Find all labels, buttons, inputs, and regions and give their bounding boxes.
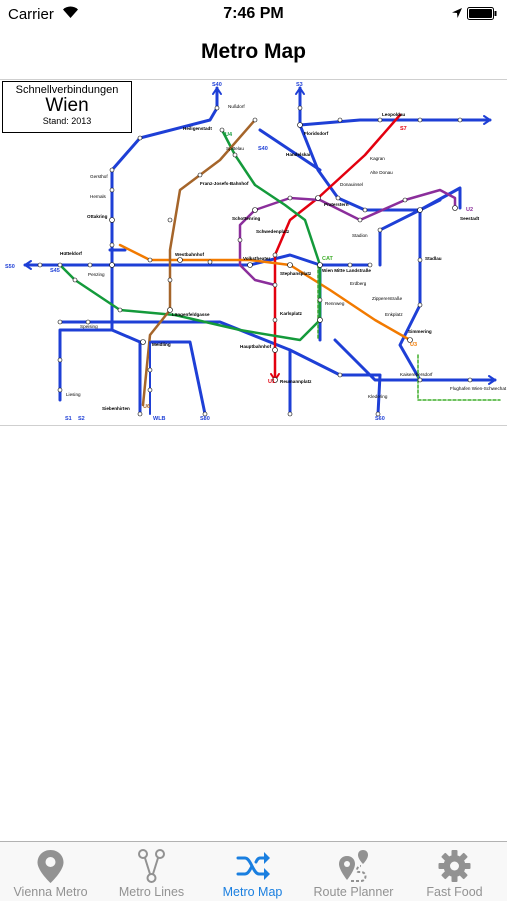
station-westbahnhof: Westbahnhof (175, 252, 204, 257)
station-schwedenplatz: Schwedenplatz (256, 229, 290, 234)
station-erdberg: Erdberg (350, 281, 367, 286)
line-label-s2: S2 (78, 416, 85, 422)
tab-vienna-metro[interactable]: Vienna Metro (0, 842, 101, 901)
tab-label: Metro Map (222, 885, 283, 899)
tab-label: Vienna Metro (13, 885, 88, 899)
line-label-u2: U2 (466, 207, 473, 213)
line-label-u1: U1 (268, 379, 275, 385)
wifi-icon (63, 6, 78, 18)
station-laengenfeldgasse: Längenfeldgasse (172, 312, 210, 317)
line-label-s80: S80 (200, 416, 210, 422)
station-karlsplatz: Karlsplatz (280, 311, 303, 316)
u2-line (253, 188, 457, 222)
station-siebenhirten: Siebenhirten (102, 406, 130, 411)
line-label-s40b: S40 (258, 146, 268, 152)
battery-icon (467, 7, 497, 20)
legend-title: Schnellverbindungen (15, 84, 119, 96)
station-spittelau: Spittelau (226, 146, 244, 151)
station-liesing: Liesing (66, 392, 81, 397)
line-label-s7: S7 (400, 126, 407, 132)
station-enkplatz: Enkplatz (385, 312, 403, 317)
station-gersthof: Gersthof (90, 174, 108, 179)
station-zippererstrasse: Zippererstraße (372, 296, 403, 301)
s-bahn-lines (23, 86, 497, 416)
u4-line (58, 128, 322, 342)
station-handelskai: Handelskai (286, 152, 310, 157)
tab-metro-lines[interactable]: Metro Lines (101, 842, 202, 901)
station-rennweg: Rennweg (325, 301, 345, 306)
tab-metro-map[interactable]: Metro Map (202, 842, 303, 901)
route-icon (339, 850, 368, 882)
station-floridsdorf: Floridsdorf (304, 131, 329, 136)
line-label-s60: S60 (375, 416, 385, 422)
station-landstrasse: Wien Mitte Landstraße (322, 268, 371, 273)
station-seestadt: Seestadt (460, 216, 480, 221)
station-stephansplatz: Stephansplatz (280, 271, 312, 276)
station-dots (37, 105, 473, 417)
gear-icon (438, 850, 471, 882)
clock: 7:46 PM (223, 5, 284, 22)
shuffle-icon (236, 852, 270, 880)
station-hernals: Hernals (90, 194, 107, 199)
line-label-s45: S45 (50, 268, 60, 274)
line-label-cat: CAT (322, 256, 334, 262)
tab-bar: Vienna Metro Metro Lines Metro Map (0, 841, 507, 901)
tab-route-planner[interactable]: Route Planner (303, 842, 404, 901)
metro-map-graphic: S40 S3 S7 S45 S40 S1 S2 U6 WLB S80 U1 S6… (5, 82, 507, 422)
station-schottenring: Schottenring (232, 216, 261, 221)
tab-label: Metro Lines (118, 885, 185, 899)
u6-line (141, 118, 257, 407)
station-hauptbahnhof: Hauptbahnhof (240, 344, 272, 349)
station-ottakring: Ottakring (87, 214, 108, 219)
tab-label: Fast Food (426, 885, 483, 899)
station-flughafen: Flughafen Wien-Schwechat (450, 386, 507, 391)
u1-line (273, 113, 402, 382)
station-simmering: Simmering (408, 329, 432, 334)
station-penzing: Penzing (88, 272, 105, 277)
station-kledering: Kledering (368, 394, 388, 399)
legend-city: Wien (45, 95, 89, 116)
station-praterstern: Praterstern (324, 202, 349, 207)
line-label-u6: U6 (143, 404, 150, 410)
page-title: Metro Map (201, 40, 306, 63)
line-label-s50: S50 (5, 264, 15, 270)
tab-label: Route Planner (313, 885, 394, 899)
station-reumannplatz: Reumannplatz (280, 379, 312, 384)
line-label-s1: S1 (65, 416, 72, 422)
station-heiligenstadt: Heiligenstadt (183, 126, 212, 131)
map-pin-icon (37, 850, 64, 883)
station-donauinsel: Donauinsel (340, 182, 363, 187)
cat-line (317, 264, 501, 401)
station-kaiserebersdorf: Kaiserebersdorf (400, 372, 433, 377)
station-stadlau: Stadlau (425, 256, 442, 261)
station-nussdorf: Nußdorf (228, 104, 245, 109)
line-label-s40: S40 (212, 82, 222, 88)
map-legend: Schnellverbindungen Wien Stand: 2013 (2, 81, 132, 133)
line-label-u4: U4 (225, 132, 233, 138)
legend-date: Stand: 2013 (42, 116, 92, 126)
station-franz-josefs-bf: Franz-Josefs-Bahnhof (200, 181, 249, 186)
station-kagran: Kagran (370, 156, 385, 161)
station-alte-donau: Alte Donau (370, 170, 393, 175)
network-icon (138, 849, 165, 883)
station-volkstheater: Volkstheater (243, 256, 270, 261)
station-huetteldorf: Hütteldorf (60, 251, 82, 256)
station-speising: Speising (80, 324, 98, 329)
station-leopoldau: Leopoldau (382, 112, 405, 117)
line-label-s3: S3 (296, 82, 303, 88)
location-arrow-icon (452, 8, 462, 18)
tab-fast-food[interactable]: Fast Food (404, 842, 505, 901)
line-label-u3: U3 (410, 342, 417, 348)
status-bar: Carrier 7:46 PM (0, 0, 507, 28)
station-meidling: Meidling (152, 342, 171, 347)
station-stadion: Stadion (352, 233, 368, 238)
line-label-wlb: WLB (153, 416, 166, 422)
carrier-label: Carrier (8, 6, 54, 23)
metro-map[interactable]: S40 S3 S7 S45 S40 S1 S2 U6 WLB S80 U1 S6… (0, 79, 507, 426)
